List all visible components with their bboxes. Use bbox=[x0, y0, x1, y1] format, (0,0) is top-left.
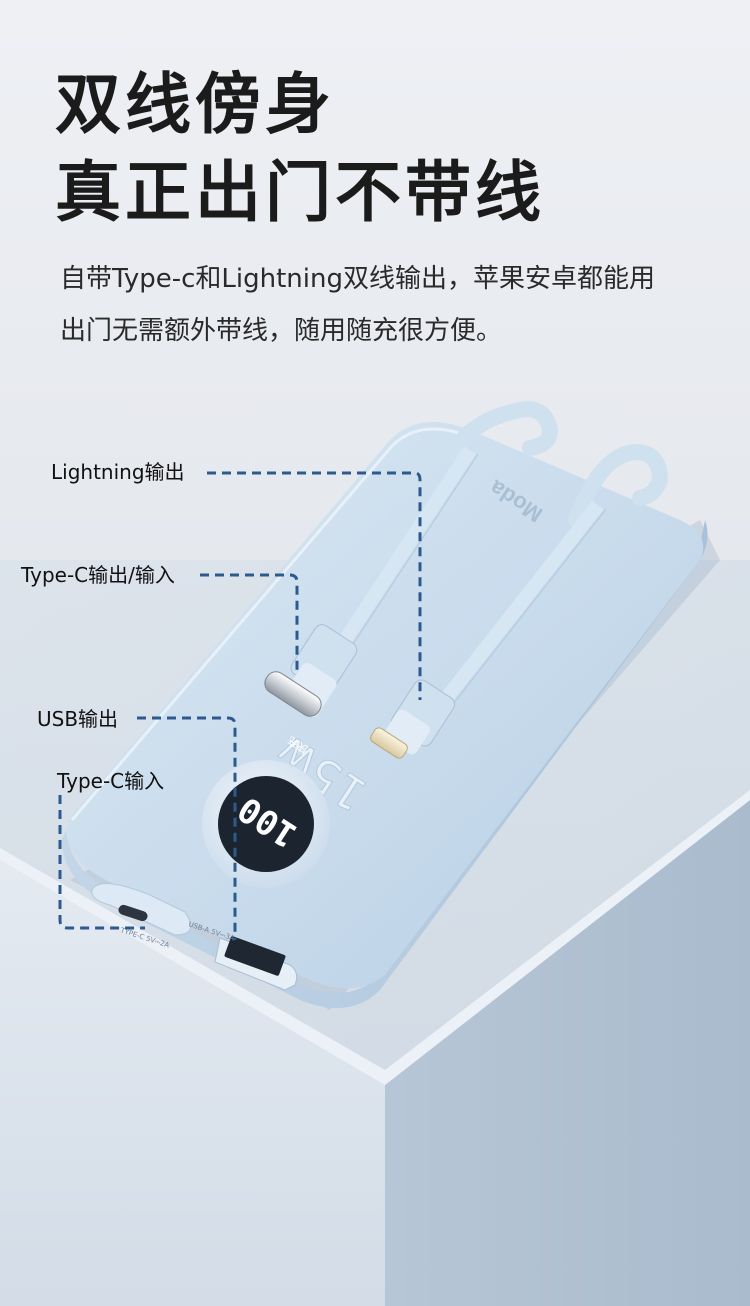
callout-lightning-output: Lightning输出 bbox=[51, 460, 185, 484]
callout-lines bbox=[58, 471, 422, 940]
typec-connector bbox=[264, 624, 358, 718]
callout-typec-output-input: Type-C输出/输入 bbox=[21, 563, 175, 587]
lightning-connector bbox=[370, 679, 455, 759]
callout-line-typec-in bbox=[58, 795, 145, 930]
led-display: 100 bbox=[202, 760, 330, 888]
description-line-1: 自带Type-c和Lightning双线输出，苹果安卓都能用 bbox=[60, 264, 655, 294]
description-line-2: 出门无需额外带线，随用随充很方便。 bbox=[60, 316, 503, 346]
callout-usb-output: USB输出 bbox=[37, 707, 119, 731]
callout-line-usb bbox=[137, 716, 237, 940]
headline-line-1: 双线傍身 bbox=[55, 66, 335, 143]
typec-port bbox=[118, 904, 148, 922]
power-bank: Moda 15w 快充 100 TYPE-C 5V⎓2A USB-A 5V⎓3A bbox=[62, 401, 720, 1010]
callout-typec-input: Type-C输入 bbox=[57, 769, 165, 793]
headline-line-2: 真正出门不带线 bbox=[55, 154, 545, 231]
callout-line-typec-io bbox=[200, 573, 299, 672]
callout-line-lightning bbox=[207, 471, 422, 700]
front-ports: TYPE-C 5V⎓2A USB-A 5V⎓3A bbox=[91, 883, 298, 991]
usb-a-port bbox=[224, 936, 286, 976]
